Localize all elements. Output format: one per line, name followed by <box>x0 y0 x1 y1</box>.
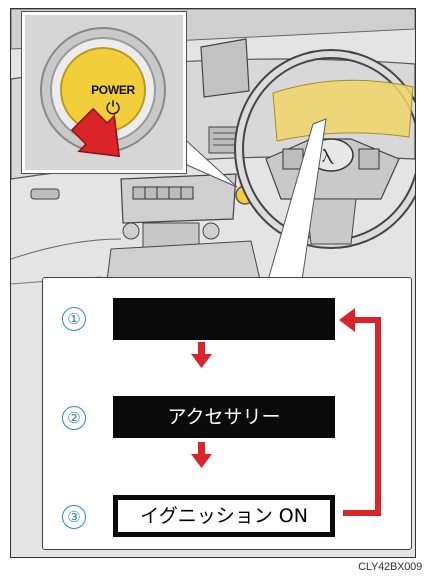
figure-code: CLY42BX009 <box>358 561 422 573</box>
step-number-3: ③ <box>62 505 86 529</box>
step-box-off <box>113 298 335 340</box>
step-box-accessory: アクセサリー <box>113 396 335 438</box>
down-arrow-2 <box>198 442 205 455</box>
closeup-drawing <box>40 27 166 158</box>
flow-arrows <box>191 308 381 516</box>
mode-flow-panel: ① ② アクセサリー ③ イグニッション ON <box>42 277 412 550</box>
return-loop-arrowhead <box>339 308 355 332</box>
down-arrow-1-head <box>191 354 212 368</box>
power-button-closeup: POWER ⏻ <box>22 12 186 173</box>
power-button-label: POWER <box>91 83 135 97</box>
down-arrow-2-head <box>191 454 212 468</box>
down-arrow-1 <box>198 342 205 355</box>
return-loop-arrow <box>343 317 381 516</box>
power-icon: ⏻ <box>105 98 121 118</box>
svg-text:Ⲗ: Ⲗ <box>322 147 334 166</box>
step-number-1: ① <box>62 307 86 331</box>
step-box-ignition-on: イグニッション ON <box>113 495 335 537</box>
step-number-2: ② <box>62 406 86 430</box>
